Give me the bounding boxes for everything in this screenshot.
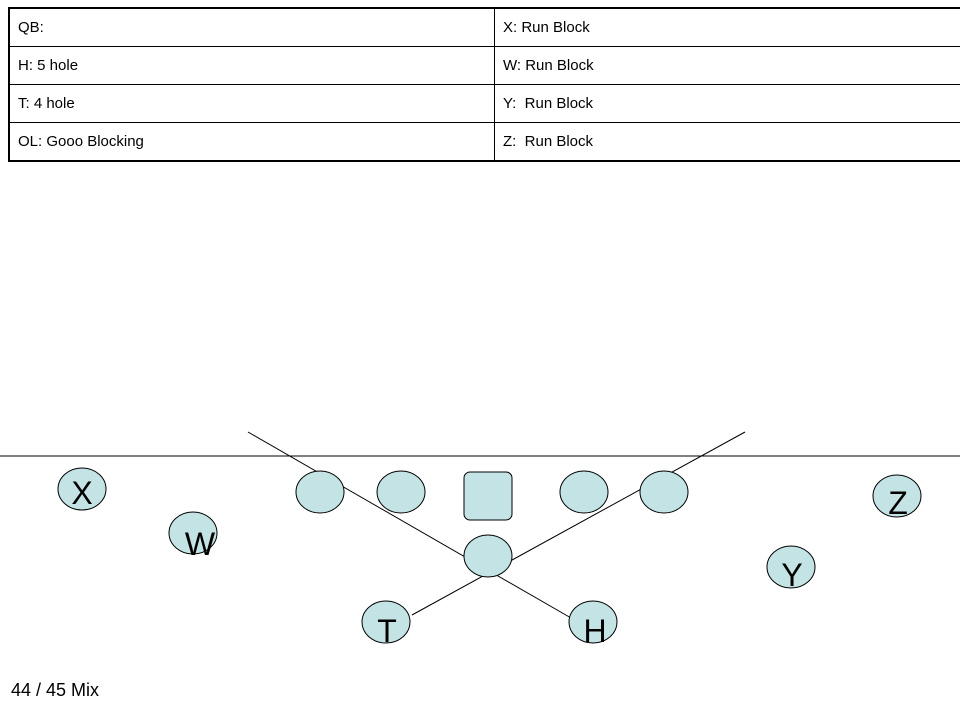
right-guard (559, 470, 609, 514)
right-tackle (639, 470, 689, 514)
quarterback (463, 534, 513, 578)
table-row: T: 4 hole Y: Run Block (8, 84, 960, 123)
player-h-label: H (583, 613, 606, 649)
player-y: Y (766, 545, 816, 593)
left-guard (376, 470, 426, 514)
player-x-label: X (71, 475, 92, 511)
x-assignment: X: Run Block (494, 7, 960, 47)
z-assignment: Z: Run Block (494, 122, 960, 162)
player-z-label: Z (888, 485, 908, 521)
player-h: H (568, 600, 618, 649)
qb-assignment: QB: (8, 7, 495, 47)
table-row: QB: X: Run Block (8, 7, 960, 47)
y-assignment: Y: Run Block (494, 84, 960, 123)
t-assignment: T: 4 hole (8, 84, 495, 123)
player-y-label: Y (781, 557, 802, 593)
player-t: T (361, 600, 411, 649)
player-x: X (57, 467, 107, 511)
table-row: OL: Gooo Blocking Z: Run Block (8, 122, 960, 162)
t-route-line (411, 431, 746, 616)
left-tackle (295, 470, 345, 514)
assignment-table: QB: X: Run Block H: 5 hole W: Run Block … (8, 7, 960, 162)
center (463, 471, 513, 521)
h-route-line (247, 431, 579, 623)
ol-assignment: OL: Gooo Blocking (8, 122, 495, 162)
h-assignment: H: 5 hole (8, 46, 495, 85)
play-name: 44 / 45 Mix (11, 680, 100, 700)
player-w-label: W (185, 526, 216, 562)
player-t-label: T (377, 613, 397, 649)
player-z: Z (872, 474, 922, 521)
player-w: W (168, 511, 218, 562)
